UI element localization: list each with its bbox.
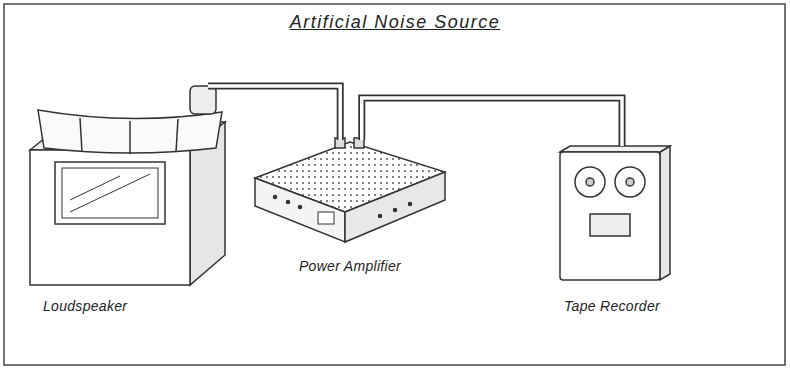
loudspeaker-drawing (30, 86, 225, 285)
device-node: Tape Recorder (552, 146, 692, 316)
tape-recorder-drawing (560, 146, 670, 280)
amplifier-drawing (255, 138, 445, 242)
device-label: Power Amplifier (299, 258, 401, 274)
device-node: Power Amplifier (252, 140, 448, 276)
device-node: Loudspeaker (28, 86, 228, 316)
diagram-title: Artificial Noise Source (0, 12, 790, 33)
cable (208, 86, 340, 140)
frame (4, 4, 785, 365)
cable (362, 98, 622, 146)
device-label: Tape Recorder (564, 298, 660, 314)
device-label: Loudspeaker (43, 298, 127, 314)
